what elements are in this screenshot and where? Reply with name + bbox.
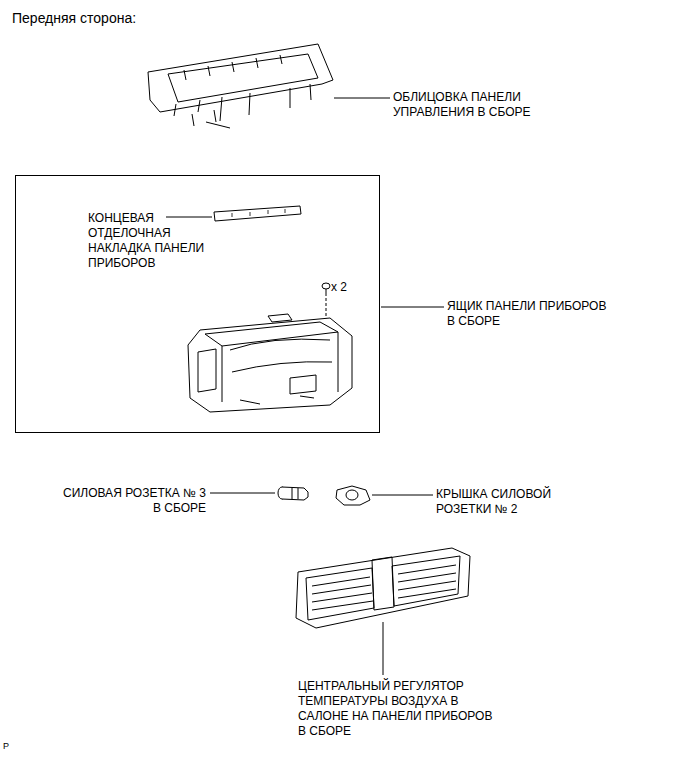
part-name: ЯЩИК ПАНЕЛИ ПРИБОРОВ В СБОРЕ xyxy=(447,299,607,329)
outlet-ribs xyxy=(292,488,298,499)
leader-line xyxy=(381,307,444,308)
bezel-opening xyxy=(168,54,318,102)
part-name: ЦЕНТРАЛЬНЫЙ РЕГУЛЯТОР ТЕМПЕРАТУРЫ ВОЗДУХ… xyxy=(298,679,498,739)
outlet-cover-hole xyxy=(346,490,358,500)
bezel-outline xyxy=(148,44,333,112)
trim-clips xyxy=(232,209,285,217)
part-name: КОНЦЕВАЯ ОТДЕЛОЧНАЯ НАКЛАДКА ПАНЕЛИ ПРИБ… xyxy=(88,211,228,271)
outlet-body xyxy=(282,487,308,500)
part-name: ОБЛИЦОВКА ПАНЕЛИ УПРАВЛЕНИЯ В СБОРЕ xyxy=(393,90,563,120)
part-name: СИЛОВАЯ РОЗЕТКА № 3 В СБОРЕ xyxy=(61,486,206,516)
trim-strip xyxy=(214,206,301,221)
dash-box-details xyxy=(198,314,338,404)
page-heading: Передняя сторона: xyxy=(12,9,136,27)
leader-line xyxy=(383,622,384,675)
figure-code: P xyxy=(3,741,9,752)
quantity-note: x 2 xyxy=(331,280,347,295)
leader-line xyxy=(372,495,433,496)
bezel-clips xyxy=(174,55,311,128)
part-name: КРЫШКА СИЛОВОЙ РОЗЕТКИ № 2 xyxy=(436,487,586,517)
screw xyxy=(322,283,330,289)
leader-line xyxy=(334,98,390,99)
vent-louvres xyxy=(312,557,456,610)
screw-shank xyxy=(326,289,327,296)
leader-line xyxy=(210,493,275,494)
leader-line xyxy=(166,217,212,218)
group-frame: КОНЦЕВАЯ ОТДЕЛОЧНАЯ НАКЛАДКА ПАНЕЛИ ПРИБ… xyxy=(15,175,380,433)
dash-box-top xyxy=(205,322,338,346)
outlet-cover xyxy=(336,486,370,505)
vent-housing xyxy=(296,548,470,628)
